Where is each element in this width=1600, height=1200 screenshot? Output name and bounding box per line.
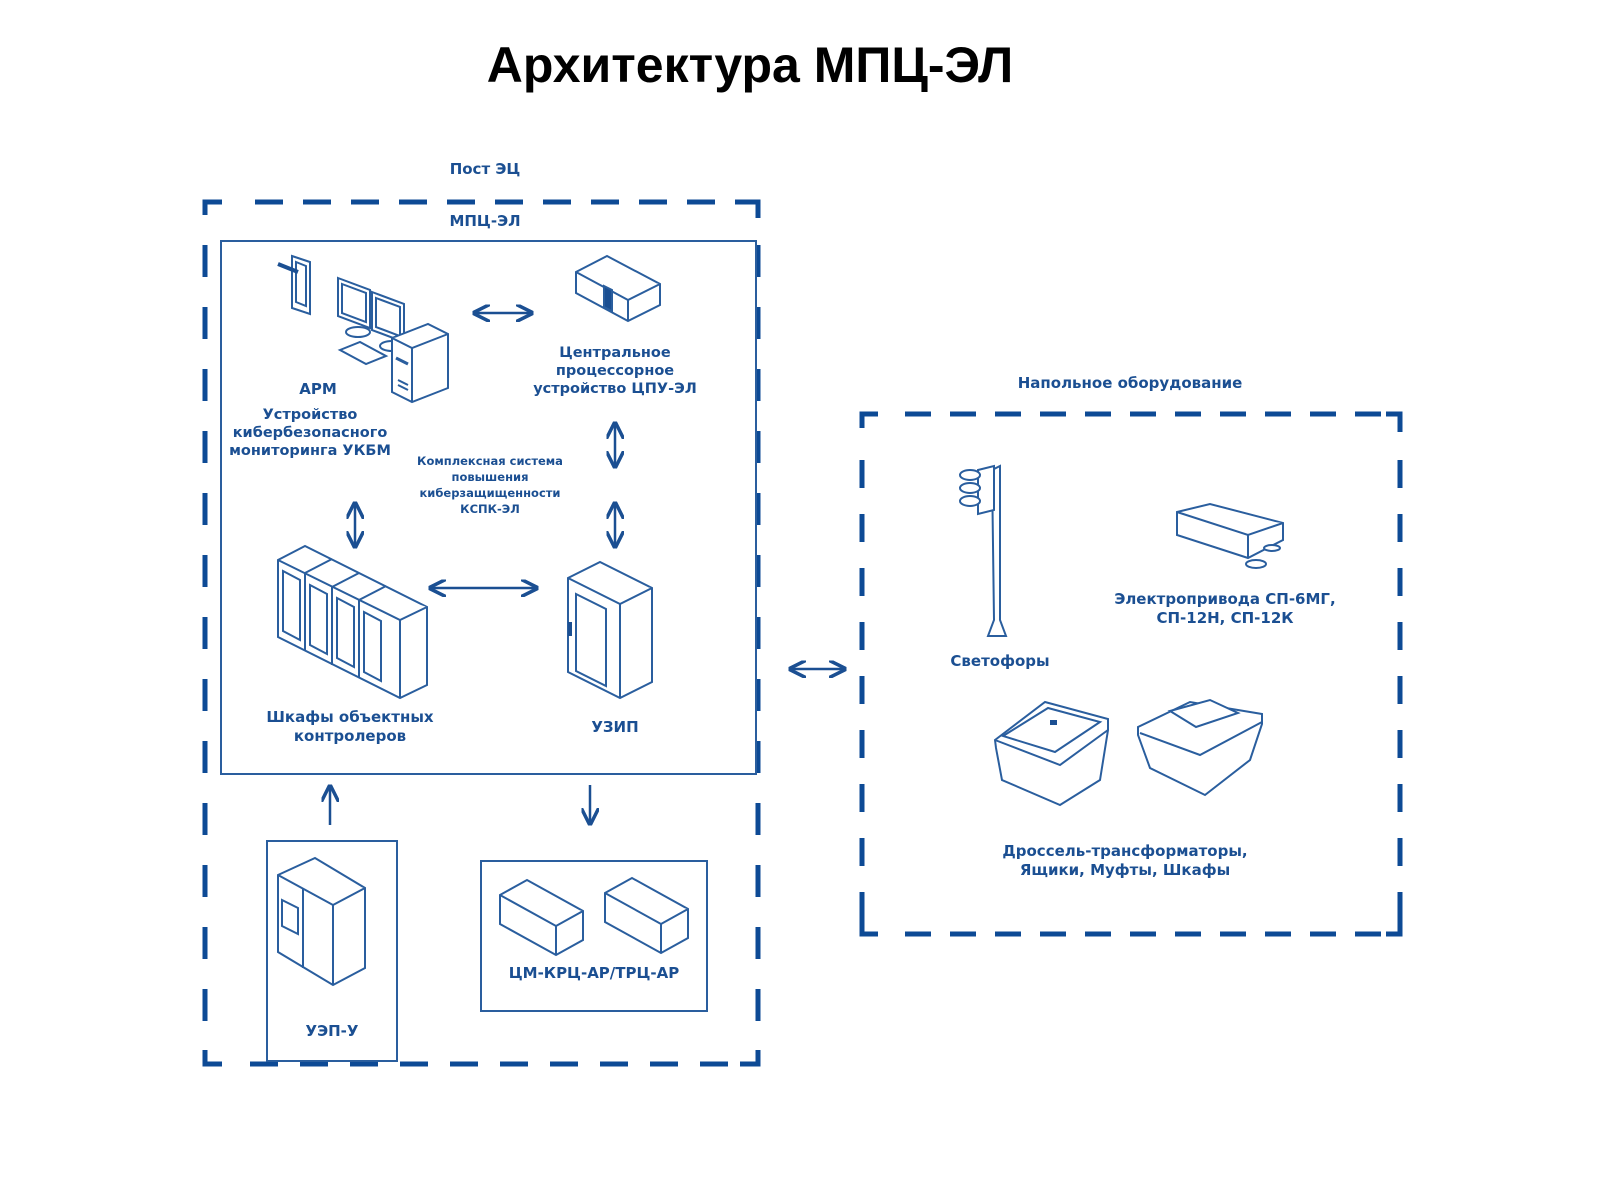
kspk-line: КСПК-ЭЛ bbox=[460, 502, 520, 517]
cpu-line: Центральное bbox=[559, 345, 671, 361]
page-title: Архитектура МПЦ-ЭЛ bbox=[486, 37, 1014, 93]
uzip-label: УЗИП bbox=[591, 718, 639, 736]
kspk-label: Комплексная система повышения киберзащищ… bbox=[405, 453, 575, 517]
workstation-icon bbox=[277, 254, 449, 404]
uzip-cabinet-icon bbox=[567, 560, 653, 700]
cm-krc-box bbox=[480, 860, 708, 1012]
switch-drive-icon bbox=[1176, 502, 1284, 569]
boxes-line: Дроссель-трансформаторы, bbox=[1002, 842, 1248, 860]
drives-line: СП-12Н, СП-12К bbox=[1156, 608, 1294, 627]
kspk-line: повышения bbox=[451, 470, 529, 485]
drives-line: Электропривода СП-6МГ, bbox=[1114, 590, 1336, 608]
cm-krc-devices-icon bbox=[499, 876, 689, 957]
field-equipment-frame bbox=[859, 411, 1403, 937]
cpu-device-icon bbox=[575, 254, 661, 323]
signals-label: Светофоры bbox=[950, 652, 1050, 670]
choke-boxes-label: Дроссель-трансформаторы, Ящики, Муфты, Ш… bbox=[975, 842, 1275, 880]
kspk-line: Комплексная система bbox=[417, 454, 563, 468]
ukbm-label: Устройство кибербезопасного мониторинга … bbox=[220, 406, 400, 460]
cabinets-line: Шкафы объектных bbox=[266, 708, 434, 726]
cabinets-line: контролеров bbox=[293, 726, 407, 745]
choke-transformer-boxes-icon bbox=[993, 698, 1263, 807]
cm-krc-label: ЦМ-КРЦ-АР/ТРЦ-АР bbox=[508, 964, 680, 982]
ukbm-line: мониторинга УКБМ bbox=[229, 443, 391, 460]
cpu-line: устройство ЦПУ-ЭЛ bbox=[533, 381, 697, 398]
kspk-line: киберзащищенности bbox=[419, 486, 561, 501]
traffic-light-icon bbox=[959, 464, 1008, 637]
mpc-el-label: МПЦ-ЭЛ bbox=[449, 212, 521, 230]
boxes-line: Ящики, Муфты, Шкафы bbox=[1019, 860, 1231, 879]
post-ec-frame bbox=[202, 199, 761, 1067]
ukbm-line: кибербезопасного bbox=[232, 425, 388, 442]
field-equipment-label: Напольное оборудование bbox=[1017, 374, 1243, 392]
uep-box bbox=[266, 840, 398, 1062]
uep-cabinet-icon bbox=[277, 856, 366, 987]
uep-label: УЭП-У bbox=[305, 1022, 359, 1040]
arm-label: АРМ bbox=[299, 380, 337, 398]
ukbm-line: Устройство bbox=[262, 407, 358, 423]
cpu-label: Центральное процессорное устройство ЦПУ-… bbox=[520, 344, 710, 398]
cpu-line: процессорное bbox=[555, 363, 675, 380]
mpc-el-box bbox=[220, 240, 757, 775]
controller-cabinets-label: Шкафы объектных контролеров bbox=[250, 708, 450, 746]
switch-drives-label: Электропривода СП-6МГ, СП-12Н, СП-12К bbox=[1095, 590, 1355, 628]
controller-cabinets-icon bbox=[277, 544, 428, 700]
post-ec-label: Пост ЭЦ bbox=[449, 160, 521, 178]
